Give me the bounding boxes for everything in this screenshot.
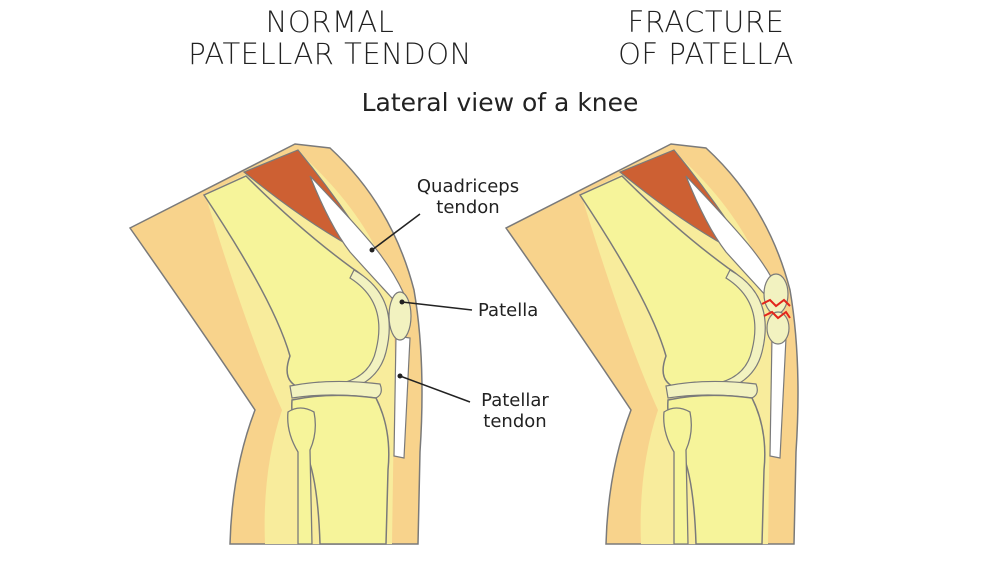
heading-line-1: FRACTURE <box>627 5 785 39</box>
fracture-heading: FRACTURE OF PATELLA <box>556 6 856 70</box>
label-line-1: Patellar <box>481 390 549 411</box>
quadriceps-tendon-label: Quadriceps tendon <box>412 176 524 218</box>
fracture-line <box>761 298 791 308</box>
normal-knee-illustration <box>129 143 423 545</box>
patellar-tendon-label: Patellar tendon <box>476 390 554 432</box>
heading-line-1: NORMAL <box>265 5 395 39</box>
label-line-2: tendon <box>436 197 500 218</box>
patella-label: Patella <box>478 300 539 321</box>
label-leaders <box>369 213 473 403</box>
label-line-1: Quadriceps <box>416 176 520 197</box>
heading-line-2: OF PATELLA <box>618 37 794 71</box>
heading-line-2: PATELLAR TENDON <box>188 37 472 71</box>
fracture-knee-illustration <box>505 143 799 545</box>
label-line-2: tendon <box>483 411 547 432</box>
fracture-line <box>763 310 791 320</box>
diagram-subtitle: Lateral view of a knee <box>361 88 639 117</box>
normal-heading: NORMAL PATELLAR TENDON <box>180 6 480 70</box>
